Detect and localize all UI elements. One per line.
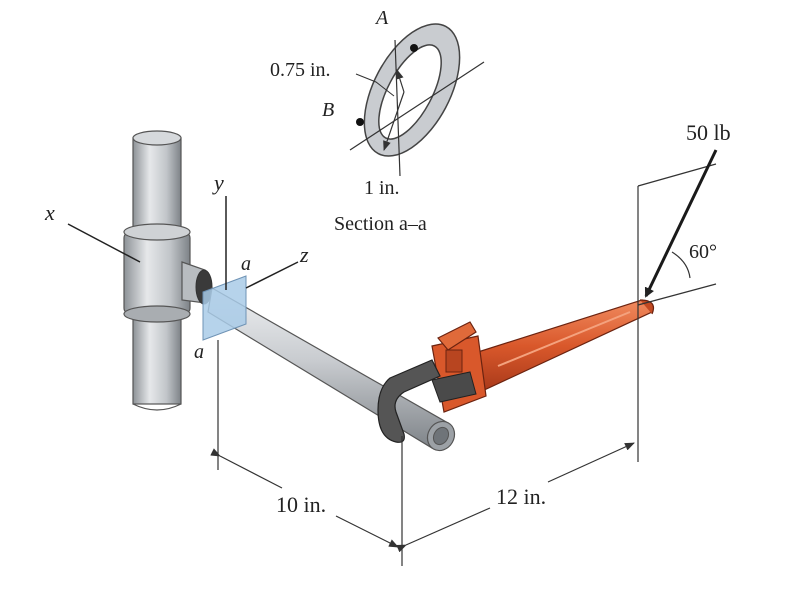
section-plane: a a <box>194 253 251 363</box>
dimension-lines <box>210 340 635 566</box>
pipe-length-label: 10 in. <box>276 492 326 517</box>
force-angle-label: 60° <box>689 241 717 263</box>
point-a-marker <box>410 44 418 52</box>
point-b-label: B <box>322 99 334 121</box>
y-axis: y <box>212 170 227 290</box>
tee-fitting <box>123 223 213 323</box>
cut-label-lower: a <box>194 341 204 363</box>
point-b-marker <box>356 118 364 126</box>
point-a-label: A <box>374 7 389 29</box>
section-inset: A B 0.75 in. 1 in. Section a–a <box>270 7 485 235</box>
section-title: Section a–a <box>334 213 427 235</box>
z-axis-label: z <box>299 242 309 267</box>
z-axis: z <box>245 242 309 289</box>
inner-dimension-label: 0.75 in. <box>270 59 331 81</box>
wrench-length-label: 12 in. <box>496 484 546 509</box>
cut-label-upper: a <box>241 253 251 275</box>
pipe-wrench <box>377 299 655 443</box>
y-axis-label: y <box>212 170 224 195</box>
force-arrow: 50 lb <box>644 120 731 298</box>
force-magnitude-label: 50 lb <box>686 120 731 145</box>
outer-dimension-label: 1 in. <box>364 177 400 199</box>
force-reference: 60° <box>637 163 717 462</box>
x-axis-label: x <box>44 200 55 225</box>
x-axis: x <box>44 200 141 263</box>
